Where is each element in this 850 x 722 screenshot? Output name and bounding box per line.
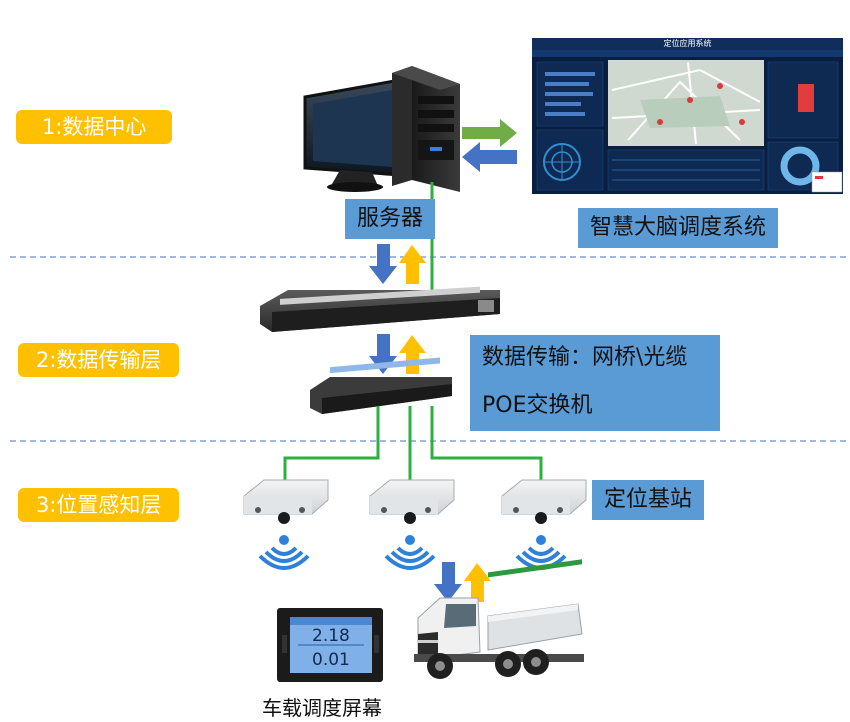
arrow-up-yellow-2 — [399, 335, 426, 374]
vehicle-screen-value-bottom: 0.01 — [312, 650, 350, 670]
base-station-icon-1 — [243, 479, 329, 524]
dashboard-screenshot — [532, 38, 843, 194]
layer-badge-perception: 3:位置感知层 — [18, 488, 180, 522]
arrow-down-blue-3 — [434, 562, 462, 602]
vehicle-screen-label: 车载调度屏幕 — [262, 696, 382, 720]
server-label: 服务器 — [345, 199, 436, 239]
brain-system-label: 智慧大脑调度系统 — [578, 208, 779, 248]
signal-icon-2 — [384, 535, 436, 570]
signal-icon-1 — [258, 535, 310, 570]
arrow-left-blue — [462, 142, 517, 172]
poe-switch-icon — [310, 357, 452, 414]
transmission-line-2: POE交换机 — [482, 393, 593, 418]
dashboard-title: 定位应用系统 — [663, 39, 712, 48]
base-station-label: 定位基站 — [592, 480, 705, 520]
arrow-down-blue-1 — [369, 244, 397, 284]
base-station-icon-2 — [369, 479, 455, 524]
dump-truck-icon — [414, 559, 584, 679]
server-computer-icon — [303, 66, 460, 192]
core-switch-icon — [260, 286, 500, 332]
transmission-label: 数据传输：网桥\光缆 POE交换机 — [470, 335, 720, 431]
vehicle-screen-value-top: 2.18 — [312, 626, 350, 646]
transmission-line-1: 数据传输：网桥\光缆 — [482, 345, 688, 370]
layer-badge-data-center: 1:数据中心 — [16, 110, 173, 144]
arrow-up-yellow-1 — [399, 245, 426, 284]
arrow-right-green — [462, 119, 517, 147]
vehicle-screen-icon — [277, 608, 383, 682]
arrow-up-yellow-3 — [464, 563, 491, 602]
base-station-icon-3 — [501, 479, 587, 524]
layer-badge-transmission: 2:数据传输层 — [18, 343, 180, 377]
